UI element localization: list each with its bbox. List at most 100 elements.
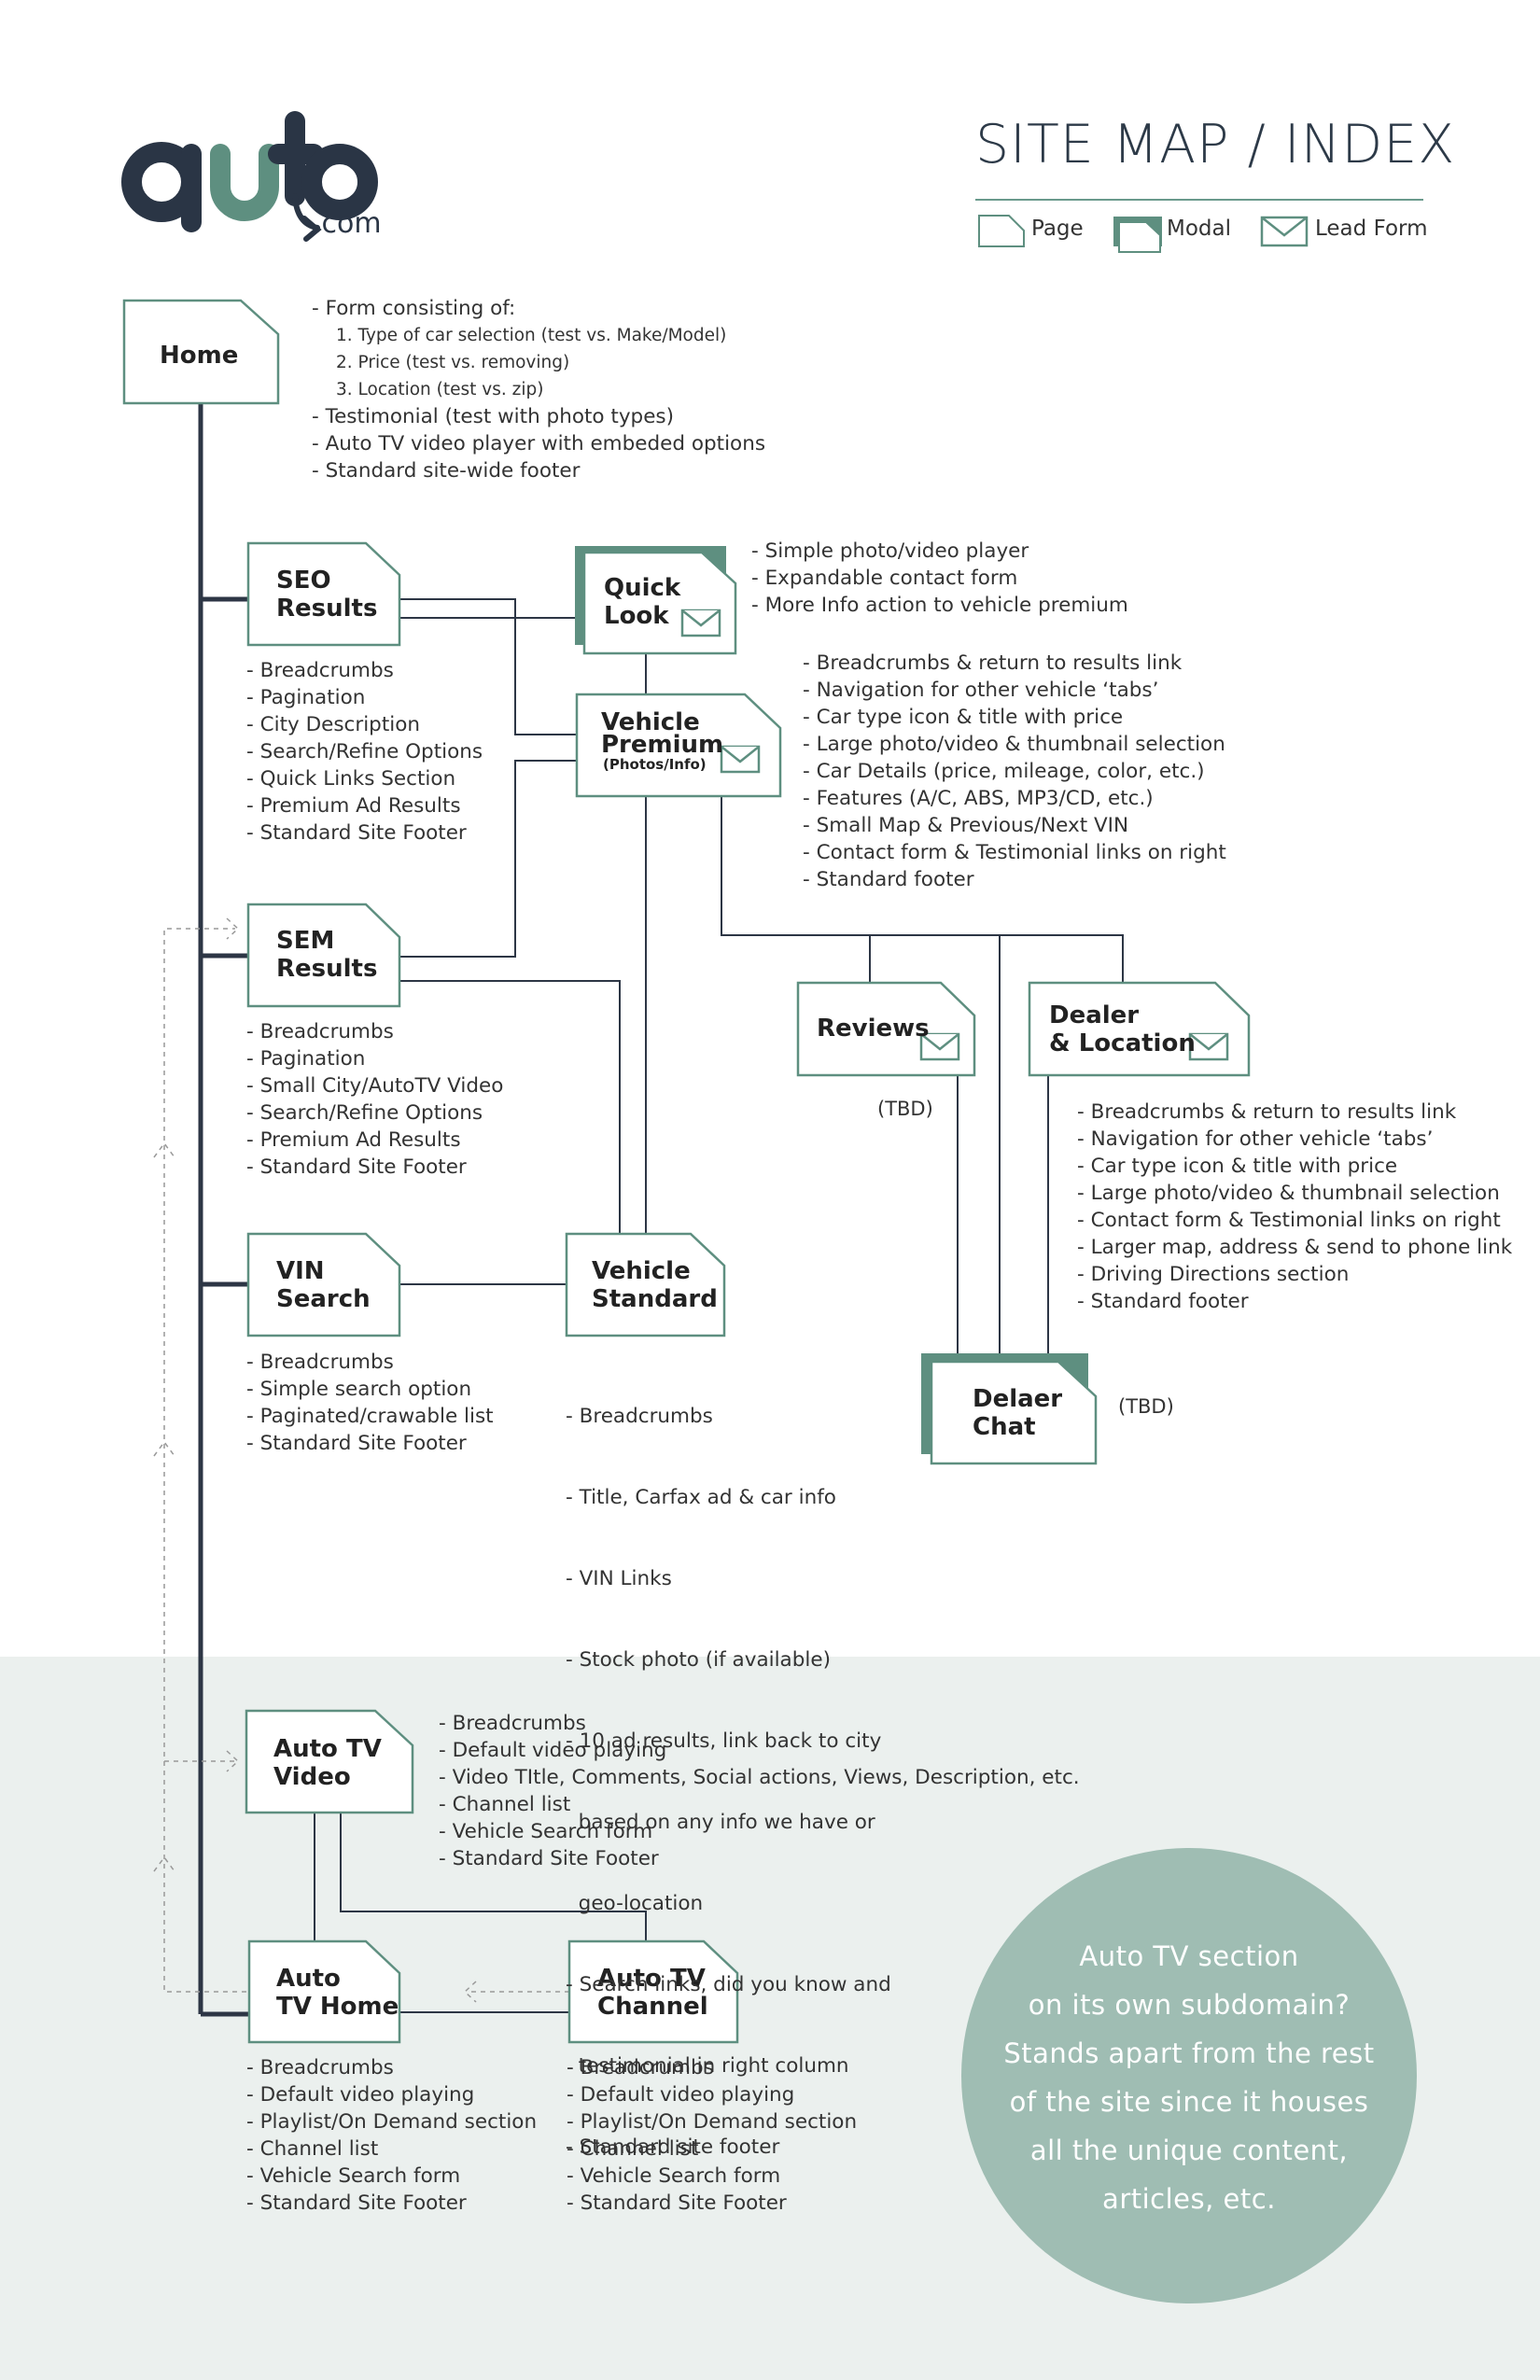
node-vehicle-premium[interactable]: Vehicle Premium (Photos/Info): [601, 708, 723, 773]
node-reviews[interactable]: Reviews: [817, 1015, 930, 1043]
node-auto-tv-channel[interactable]: Auto TV Channel: [597, 1965, 708, 2021]
desc-line: - Standard Site Footer: [246, 2191, 467, 2215]
desc-line: - Simple search option: [246, 1378, 472, 1401]
desc-line: - 10 ad results, link back to city: [566, 1729, 882, 1753]
node-label: Vehicle: [601, 708, 700, 736]
desc-line: - Breadcrumbs: [439, 1712, 586, 1735]
desc-subline: 2. Price (test vs. removing): [336, 353, 570, 372]
desc-line: - Standard Site Footer: [246, 1155, 467, 1179]
legend-lead-form-icon: [1260, 216, 1309, 247]
desc-line: - Breadcrumbs & return to results link: [803, 651, 1183, 675]
desc-line: - Paginated/crawable list: [246, 1405, 494, 1428]
desc-line: - Vehicle Search form: [567, 2164, 781, 2188]
node-quick-look[interactable]: Quick Look: [604, 574, 680, 630]
desc-line: - Standard site-wide footer: [312, 459, 581, 483]
desc-line: - Auto TV video player with embeded opti…: [312, 432, 766, 455]
dealer-envelope-icon: [1188, 1032, 1229, 1061]
desc-line: - City Description: [246, 713, 421, 736]
desc-line: - Title, Carfax ad & car info: [566, 1486, 836, 1509]
desc-line: - Quick Links Section: [246, 767, 456, 791]
sem-page-shape: [246, 903, 401, 1008]
node-auto-tv-home[interactable]: Auto TV Home: [276, 1965, 399, 2021]
desc-line: - Standard Site Footer: [246, 1432, 467, 1455]
desc-line: - Breadcrumbs: [246, 2056, 394, 2079]
desc-line: - Car type icon & title with price: [1077, 1155, 1398, 1178]
desc-line: - Contact form & Testimonial links on ri…: [803, 841, 1226, 864]
desc-line: testimonial in right column: [566, 2054, 849, 2078]
desc-subline: 3. Location (test vs. zip): [336, 380, 544, 399]
desc-line: - Contact form & Testimonial links on ri…: [1077, 1209, 1501, 1232]
standard-page-shape: [565, 1232, 726, 1337]
node-label: Auto TV: [273, 1735, 382, 1763]
title-divider: [975, 199, 1423, 201]
reviews-envelope-icon: [919, 1032, 960, 1061]
desc-line: - Breadcrumbs: [567, 2056, 714, 2079]
desc-line: - Vehicle Search form: [439, 1820, 653, 1843]
desc-line: - Standard site footer: [566, 2135, 780, 2159]
logo-domain-suffix: .com: [313, 207, 382, 240]
tv-home-page-shape: [247, 1939, 401, 2044]
desc-line: - Default video playing: [439, 1739, 667, 1762]
node-vehicle-standard[interactable]: Vehicle Standard: [592, 1257, 718, 1313]
desc-line: - Playlist/On Demand section: [246, 2110, 538, 2134]
desc-line: - Breadcrumbs: [246, 1351, 394, 1374]
desc-line: - Standard footer: [1077, 1290, 1249, 1313]
node-seo-results[interactable]: SEO Results: [276, 567, 377, 623]
desc-line: - Stock photo (if available): [566, 1648, 831, 1672]
page-title: SITE MAP / INDEX: [975, 114, 1456, 175]
desc-line: - Breadcrumbs & return to results link: [1077, 1100, 1457, 1124]
desc-line: - Small Map & Previous/Next VIN: [803, 814, 1129, 837]
auto-tv-callout: Auto TV section on its own subdomain? St…: [961, 1848, 1417, 2303]
desc-line: - Pagination: [246, 686, 366, 709]
logo-mark: [121, 111, 378, 242]
vin-page-shape: [246, 1232, 401, 1337]
desc-line: - Breadcrumbs: [246, 659, 394, 682]
desc-line: based on any info we have or: [566, 1811, 875, 1834]
vehicle-premium-description: - Breadcrumbs & return to results link -…: [803, 650, 1226, 893]
desc-line: - Search/Refine Options: [246, 1101, 483, 1125]
node-sem-results[interactable]: SEM Results: [276, 927, 377, 983]
node-label: Chat: [973, 1413, 1036, 1441]
seo-page-shape: [246, 541, 401, 647]
node-label: SEM: [276, 927, 335, 955]
desc-line: - Standard Site Footer: [439, 1847, 659, 1870]
node-label: SEO: [276, 567, 331, 595]
desc-line: - Playlist/On Demand section: [567, 2110, 858, 2134]
chat-modal-shape: [930, 1360, 1098, 1465]
node-label: Look: [604, 602, 669, 630]
desc-line: - Default video playing: [246, 2083, 475, 2107]
desc-line: - Channel list: [439, 1793, 571, 1816]
desc-line: - Testimonial (test with photo types): [312, 405, 675, 428]
legend-modal-label: Modal: [1167, 217, 1231, 241]
desc-line: - Standard Site Footer: [246, 821, 467, 845]
desc-line: - Large photo/video & thumbnail selectio…: [803, 733, 1225, 756]
node-label: & Location: [1049, 1029, 1196, 1057]
desc-line: - Channel list: [567, 2137, 699, 2161]
desc-subline: 1. Type of car selection (test vs. Make/…: [336, 326, 727, 345]
desc-line: - Channel list: [246, 2137, 379, 2161]
node-dealer-location[interactable]: Dealer & Location: [1049, 1001, 1196, 1057]
node-dealer-chat[interactable]: Delaer Chat: [973, 1385, 1062, 1441]
node-label: Video: [273, 1763, 351, 1791]
callout-line: all the unique content,: [1029, 2135, 1349, 2166]
desc-line: - Search/Refine Options: [246, 740, 483, 763]
desc-line: - Standard footer: [803, 868, 974, 891]
desc-line: - VIN Links: [566, 1567, 672, 1590]
tv-channel-page-shape: [567, 1939, 739, 2044]
desc-line: - Expandable contact form: [751, 567, 1018, 590]
node-home[interactable]: Home: [160, 342, 239, 370]
home-page-shape: [122, 299, 280, 405]
node-label: Search: [276, 1285, 371, 1313]
node-sublabel: (Photos/Info): [603, 756, 707, 773]
legend-modal-icon: [1113, 217, 1162, 253]
legend-page-icon: [978, 215, 1025, 247]
node-label: Vehicle: [592, 1257, 691, 1285]
node-auto-tv-video[interactable]: Auto TV Video: [273, 1735, 382, 1791]
dealer-chat-tbd: (TBD): [1118, 1395, 1174, 1418]
node-vin-search[interactable]: VIN Search: [276, 1257, 371, 1313]
dealer-location-description: - Breadcrumbs & return to results link -…: [1077, 1099, 1512, 1315]
desc-line: - Breadcrumbs: [246, 1020, 394, 1043]
desc-line: - Larger map, address & send to phone li…: [1077, 1236, 1513, 1259]
node-label: Results: [276, 955, 378, 983]
